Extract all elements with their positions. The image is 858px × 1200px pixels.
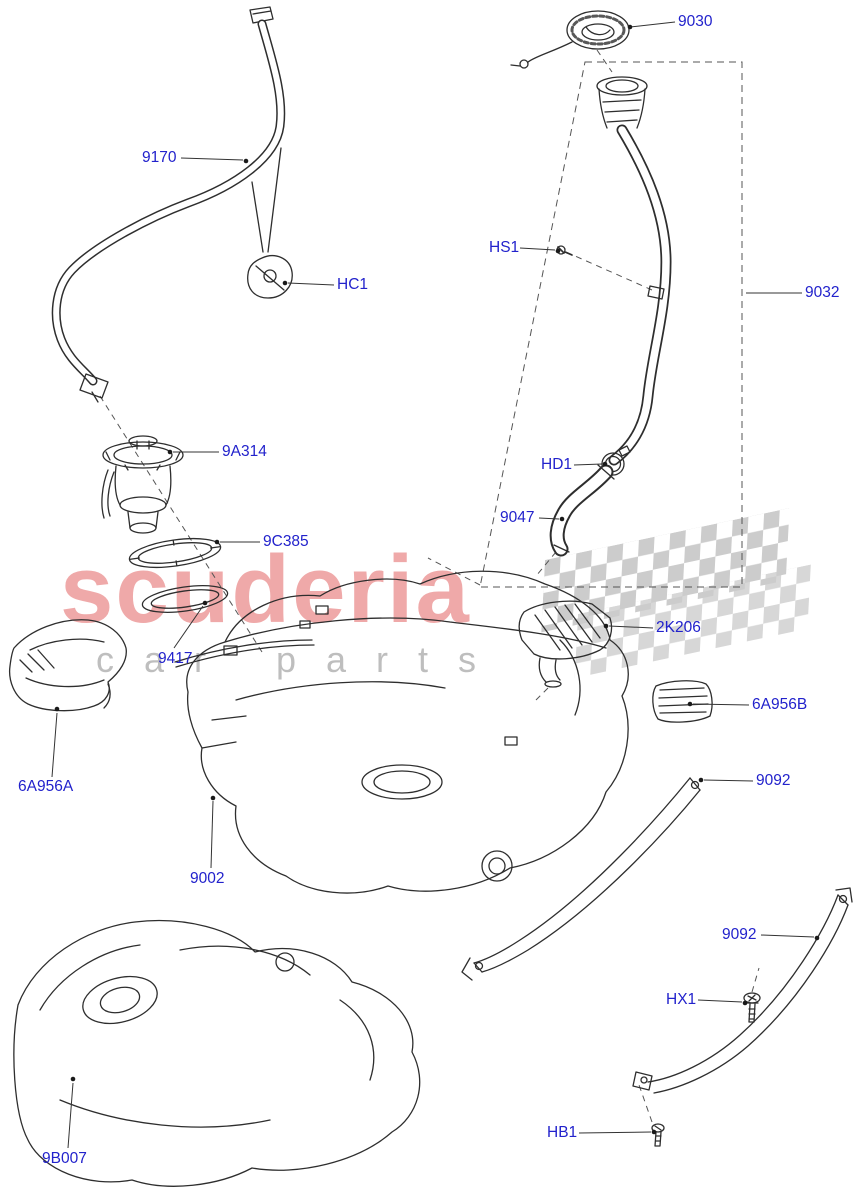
fuel-cap-art <box>510 10 630 69</box>
tank-bracket-art <box>518 600 613 688</box>
watermark-subtext: car parts <box>96 639 507 680</box>
tank-strap-lower-art <box>632 887 853 1094</box>
filler-hose-art <box>549 464 615 557</box>
part-label-9417[interactable]: 9417 <box>158 650 193 667</box>
part-label-6a956a[interactable]: 6A956A <box>18 778 74 795</box>
part-label-hx1[interactable]: HX1 <box>666 991 697 1008</box>
seal-ring-art <box>128 537 222 569</box>
part-label-9030[interactable]: 9030 <box>678 13 713 30</box>
heat-shield-lower-art <box>13 919 421 1187</box>
leader-lines <box>51 21 815 1149</box>
insulator-pad-art <box>652 680 713 723</box>
watermark-brand: scuderia <box>60 536 471 643</box>
tank-strap-upper-art <box>461 777 701 981</box>
filler-neck-art <box>596 76 672 466</box>
assembly-axis-lines <box>99 49 760 1123</box>
fuel-vent-pipe-art <box>51 6 286 403</box>
part-label-9092-upper[interactable]: 9092 <box>756 772 791 789</box>
part-label-6a956b[interactable]: 6A956B <box>752 696 808 713</box>
part-label-hb1[interactable]: HB1 <box>547 1124 578 1141</box>
part-label-9047[interactable]: 9047 <box>500 509 535 526</box>
part-label-9c385[interactable]: 9C385 <box>263 533 309 550</box>
fuel-tank-art <box>174 570 629 894</box>
part-label-9a314[interactable]: 9A314 <box>222 443 267 460</box>
pipe-clip-hc1-art <box>247 255 293 299</box>
heat-shield-upper-art <box>8 619 127 712</box>
part-label-2k206[interactable]: 2K206 <box>656 619 701 636</box>
part-label-hs1[interactable]: HS1 <box>489 239 520 256</box>
bolt-hx1-art <box>743 992 761 1023</box>
part-label-hd1[interactable]: HD1 <box>541 456 573 473</box>
fuel-pump-module-art <box>101 435 184 534</box>
part-label-hc1[interactable]: HC1 <box>337 276 369 293</box>
part-label-9170[interactable]: 9170 <box>142 149 177 166</box>
part-label-9b007[interactable]: 9B007 <box>42 1150 87 1167</box>
gasket-art <box>141 585 229 613</box>
part-label-9002[interactable]: 9002 <box>190 870 225 887</box>
leader-dots <box>54 24 820 1135</box>
watermark-checkered-flag <box>541 508 811 679</box>
screw-hb1-art <box>651 1123 665 1147</box>
part-label-9032[interactable]: 9032 <box>805 284 840 301</box>
part-label-9092-lower[interactable]: 9092 <box>722 926 757 943</box>
